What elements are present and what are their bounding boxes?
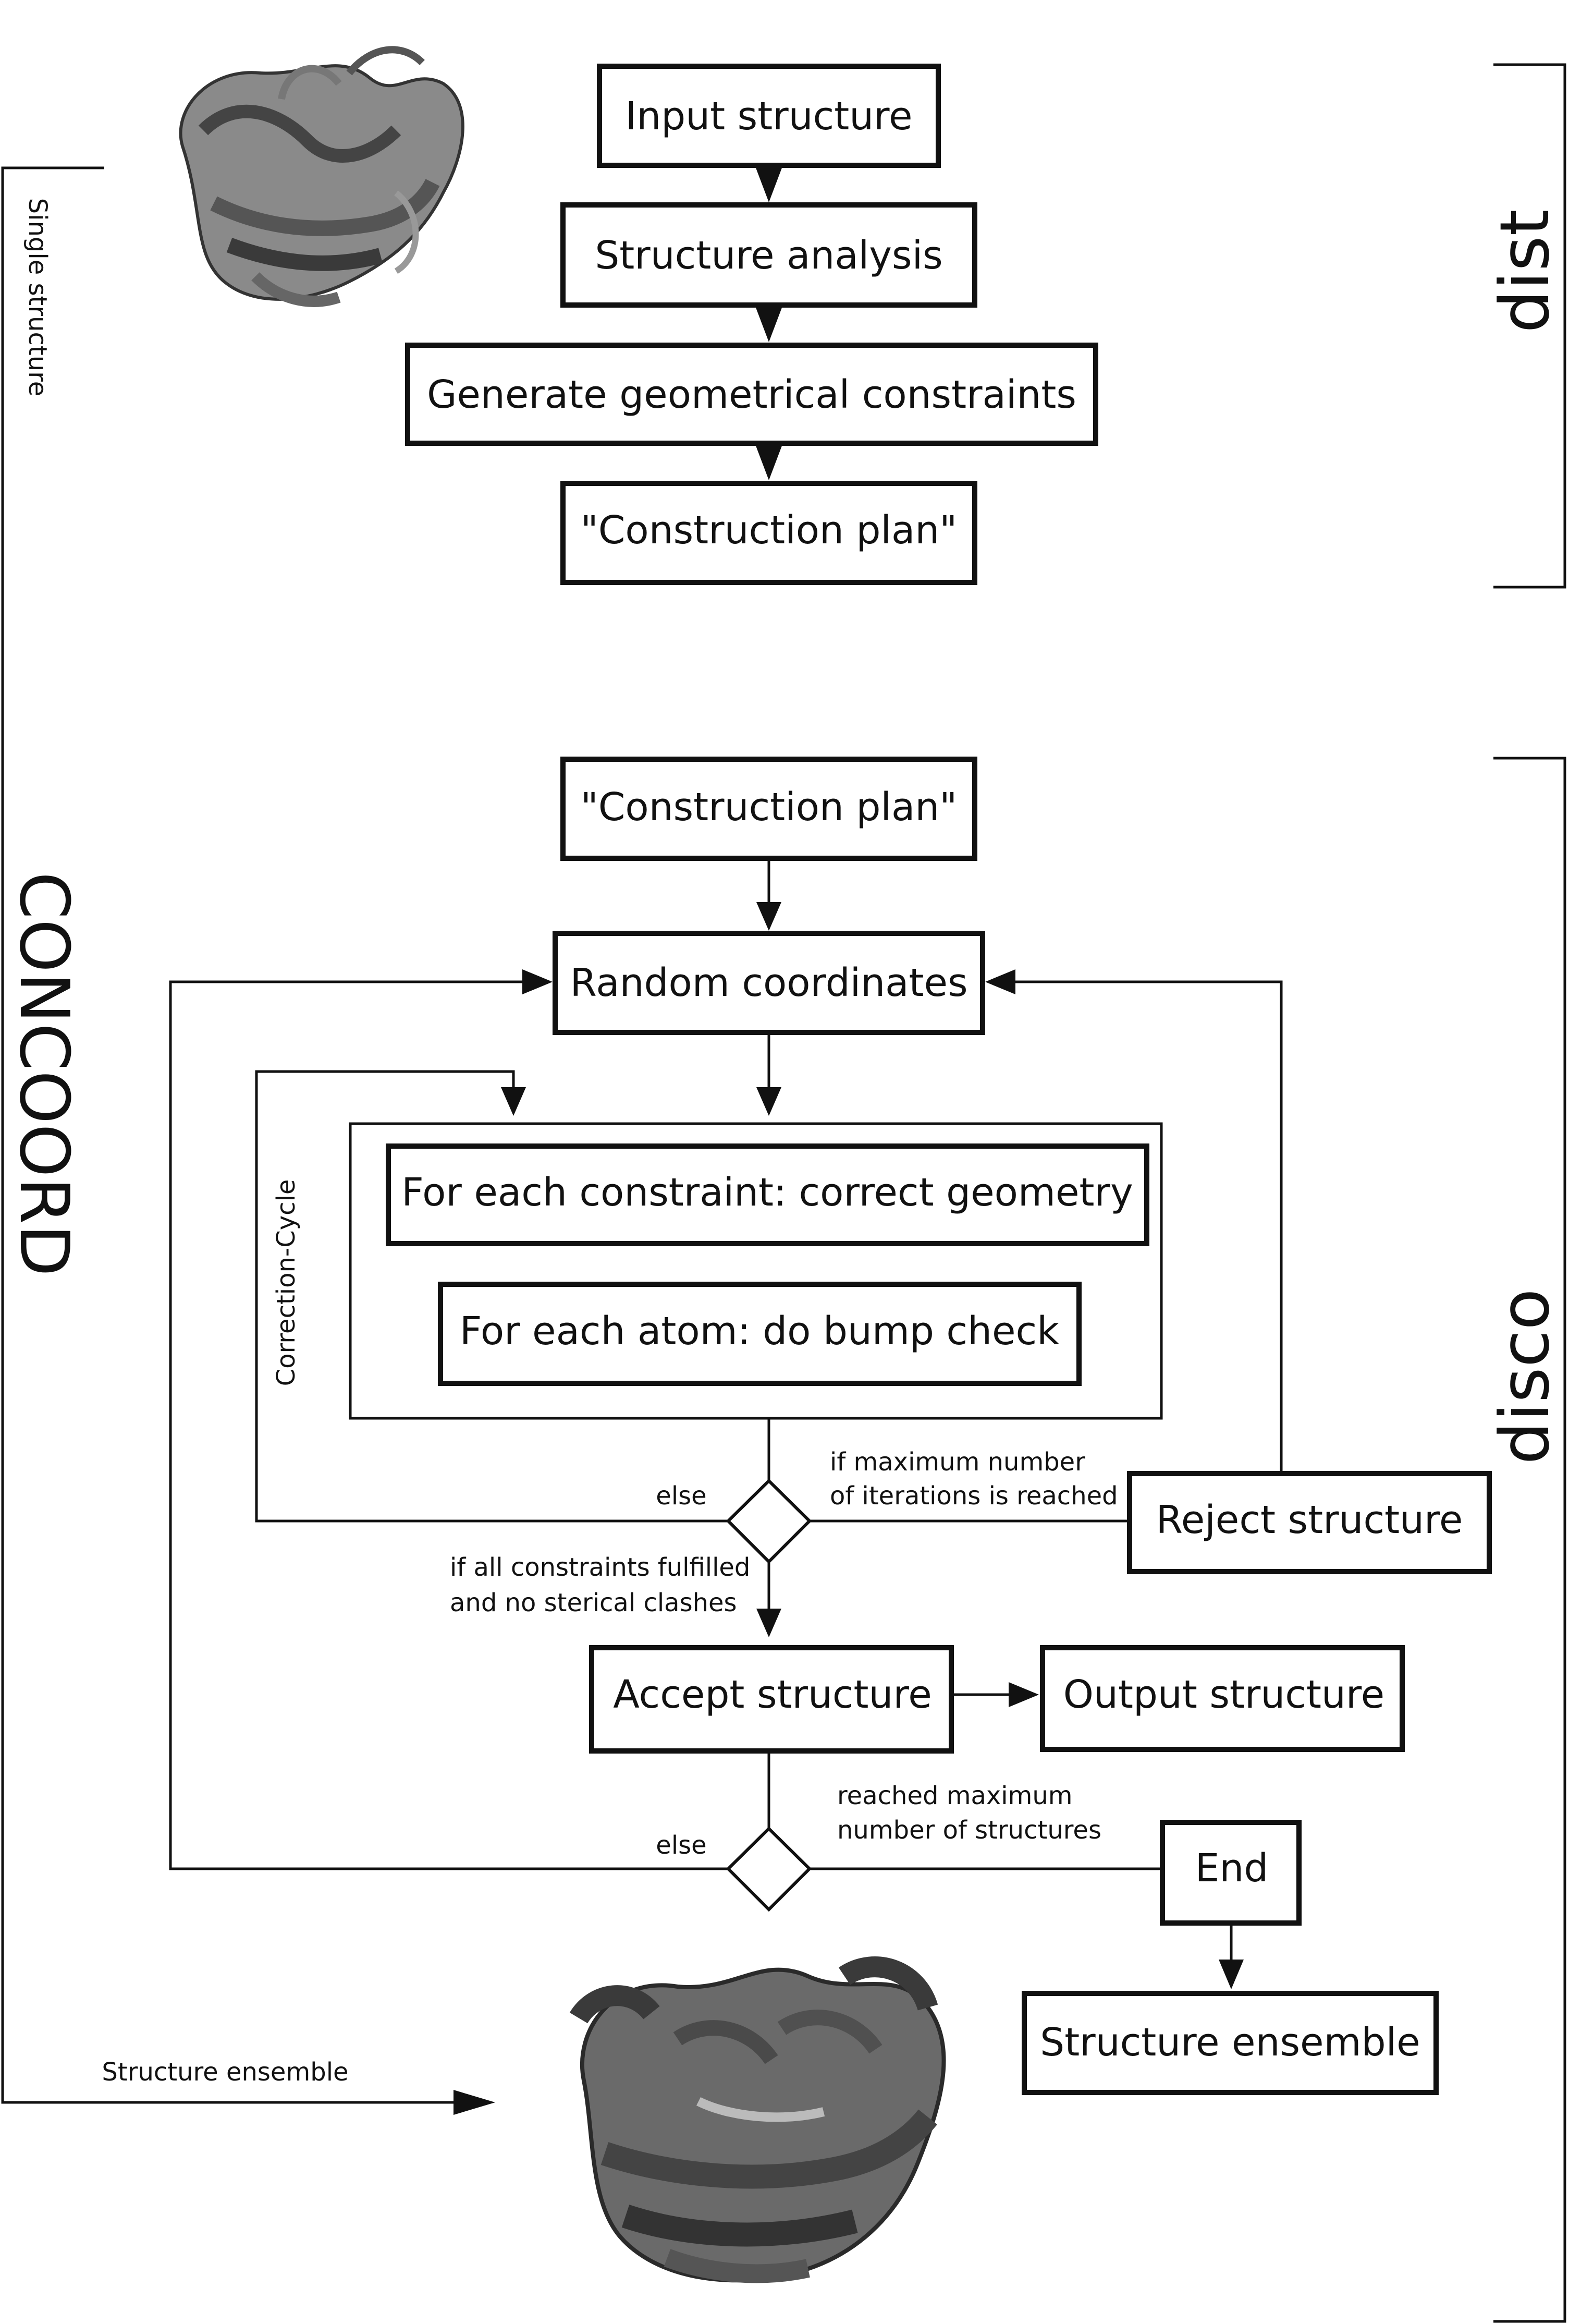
bump-check-label: For each atom: do bump check [460,1309,1059,1354]
structure-analysis-label: Structure analysis [595,233,942,278]
random-coordinates-label: Random coordinates [570,960,967,1005]
concoord-label: CONCOORD [5,872,84,1276]
structure-ensemble-box: Structure ensemble [1022,1991,1439,2095]
single-structure-label: Single structure [23,198,52,397]
fulfilled-label-line1: if all constraints fulfilled [450,1553,750,1582]
reject-structure-label: Reject structure [1156,1498,1463,1542]
construction-plan-dist-box: "Construction plan" [560,481,977,585]
disco-bracket [1493,757,1566,2323]
max-iterations-label-line1: if maximum number [830,1447,1085,1477]
construction-plan-disco-label: "Construction plan" [581,785,958,830]
output-structure-box: Output structure [1040,1645,1405,1752]
end-label: End [1195,1846,1269,1891]
end-box: End [1160,1820,1302,1926]
structure-ensemble-label: Structure ensemble [1040,2020,1420,2065]
max-structures-label-line1: reached maximum [837,1781,1073,1810]
concoord-bracket [1,166,495,2115]
accept-structure-box: Accept structure [589,1645,954,1754]
max-iterations-label-line2: of iterations is reached [830,1481,1118,1511]
random-coordinates-box: Random coordinates [553,931,985,1035]
disco-edges [169,858,1283,1989]
correct-geometry-box: For each constraint: correct geometry [386,1143,1149,1246]
correct-geometry-label: For each constraint: correct geometry [401,1170,1133,1215]
ensemble-protein-image [569,1956,946,2283]
bump-check-box: For each atom: do bump check [438,1282,1082,1386]
single-protein-image [179,46,464,307]
generate-constraints-label: Generate geometrical constraints [427,372,1076,417]
disco-label: disco [1485,1288,1564,1464]
structure-ensemble-arrow-label: Structure ensemble [102,2058,348,2087]
input-structure-box: Input structure [597,64,941,168]
input-structure-label: Input structure [626,94,913,139]
else-correction-label: else [656,1481,706,1511]
decision-max-structures-diamond [726,1826,812,1912]
decision-constraints-diamond [726,1478,812,1564]
dist-label: dist [1485,209,1564,333]
structure-analysis-box: Structure analysis [560,202,977,308]
else-random-label: else [656,1831,706,1860]
max-structures-label-line2: number of structures [837,1816,1101,1845]
fulfilled-label-line2: and no sterical clashes [450,1588,737,1617]
correction-cycle-label: Correction-Cycle [272,1179,301,1386]
generate-constraints-box: Generate geometrical constraints [405,343,1098,446]
construction-plan-dist-label: "Construction plan" [581,508,958,553]
reject-structure-box: Reject structure [1127,1471,1492,1574]
construction-plan-disco-box: "Construction plan" [560,757,977,861]
accept-structure-label: Accept structure [613,1672,932,1717]
dist-bracket [1493,63,1566,589]
output-structure-label: Output structure [1063,1672,1384,1717]
